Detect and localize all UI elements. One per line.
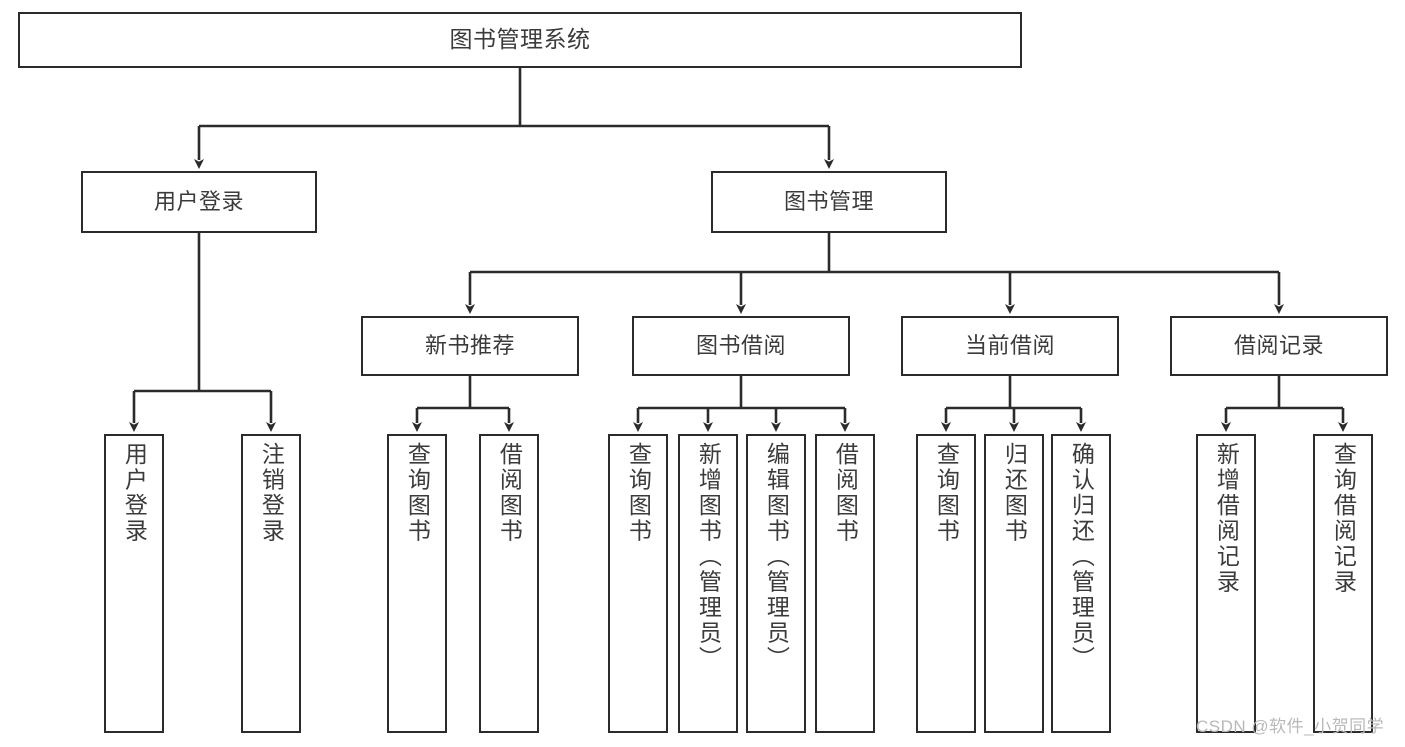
node-label: 查询图书 bbox=[404, 442, 431, 544]
node-br-add[interactable]: 新增借阅记录 bbox=[1196, 434, 1256, 733]
node-label: 查询图书 bbox=[933, 442, 960, 544]
node-cb-confirm[interactable]: 确认归还（管理员） bbox=[1051, 434, 1111, 733]
node-current-borrow[interactable]: 当前借阅 bbox=[901, 316, 1119, 376]
node-label: 借阅记录 bbox=[1233, 332, 1324, 358]
node-label: 查询借阅记录 bbox=[1330, 442, 1357, 595]
node-label: 用户登录 bbox=[153, 188, 244, 214]
node-label: 归还图书 bbox=[1001, 442, 1028, 544]
node-user-login[interactable]: 用户登录 bbox=[81, 171, 317, 233]
node-bb-borrow[interactable]: 借阅图书 bbox=[815, 434, 875, 733]
node-leaf-user-logout[interactable]: 注销登录 bbox=[241, 434, 301, 733]
node-borrow-record[interactable]: 借阅记录 bbox=[1170, 316, 1388, 376]
node-label: 确认归还（管理员） bbox=[1068, 442, 1095, 672]
node-label: 当前借阅 bbox=[964, 332, 1055, 358]
node-label: 新增借阅记录 bbox=[1213, 442, 1240, 595]
node-label: 新书推荐 bbox=[424, 332, 515, 358]
csdn-watermark: CSDN @软件_小贺同学 bbox=[1196, 717, 1385, 736]
node-cb-return[interactable]: 归还图书 bbox=[984, 434, 1044, 733]
node-leaf-user-login[interactable]: 用户登录 bbox=[104, 434, 164, 733]
node-bb-query[interactable]: 查询图书 bbox=[608, 434, 668, 733]
node-label: 用户登录 bbox=[121, 442, 148, 544]
node-label: 查询图书 bbox=[625, 442, 652, 544]
node-label: 借阅图书 bbox=[496, 442, 523, 544]
node-root[interactable]: 图书管理系统 bbox=[18, 12, 1022, 68]
node-new-book-rec[interactable]: 新书推荐 bbox=[361, 316, 579, 376]
node-cb-query[interactable]: 查询图书 bbox=[916, 434, 976, 733]
node-label: 注销登录 bbox=[258, 442, 285, 544]
node-book-borrow[interactable]: 图书借阅 bbox=[632, 316, 850, 376]
node-label: 新增图书（管理员） bbox=[695, 442, 722, 672]
node-book-manage[interactable]: 图书管理 bbox=[711, 171, 947, 233]
node-label: 图书借阅 bbox=[695, 332, 786, 358]
node-bb-edit[interactable]: 编辑图书（管理员） bbox=[746, 434, 806, 733]
node-label: 图书管理系统 bbox=[449, 26, 591, 53]
node-nb-query[interactable]: 查询图书 bbox=[387, 434, 447, 733]
node-label: 编辑图书（管理员） bbox=[763, 442, 790, 672]
node-label: 借阅图书 bbox=[832, 442, 859, 544]
node-nb-borrow[interactable]: 借阅图书 bbox=[479, 434, 539, 733]
node-label: 图书管理 bbox=[783, 188, 874, 214]
node-bb-add[interactable]: 新增图书（管理员） bbox=[678, 434, 738, 733]
node-br-query[interactable]: 查询借阅记录 bbox=[1313, 434, 1373, 733]
